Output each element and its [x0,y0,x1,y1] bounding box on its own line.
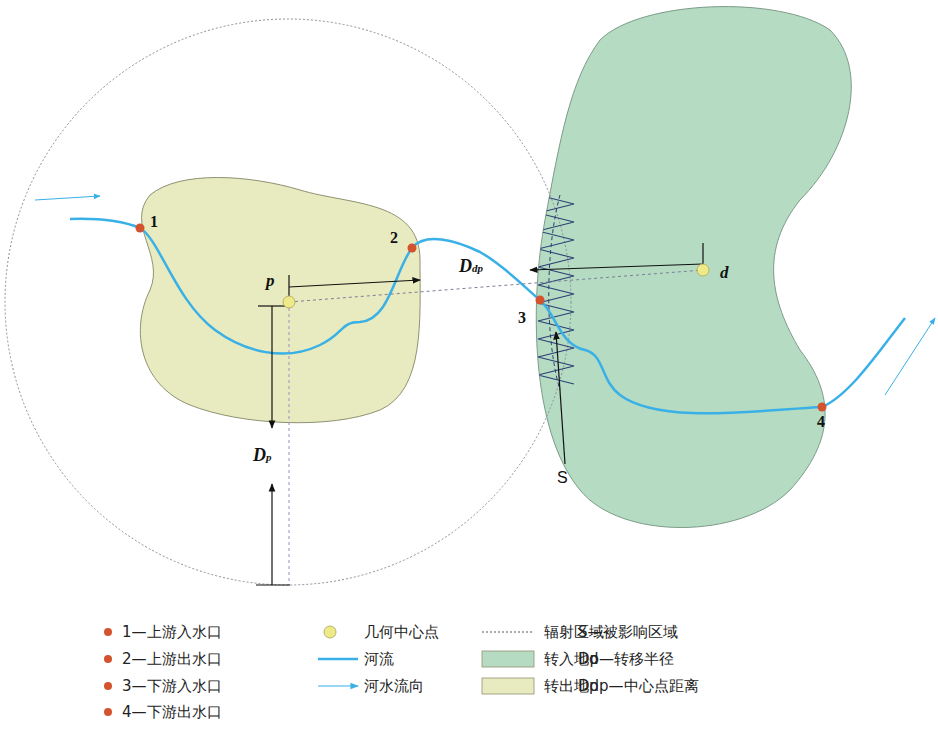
legend-sample [468,621,544,643]
dimension-label: Ddp [459,257,483,275]
legend-item: 几何中心点 [318,621,439,643]
legend-text: 河流 [364,648,394,670]
legend-swatch [324,626,336,638]
legend-sample [318,675,364,697]
legend-text: S—被影响区域 [578,621,678,643]
center-label: p [266,272,275,289]
legend-sample [468,675,544,697]
legend-item: Ddp—中心点距离 [578,675,699,697]
legend-text: Dp—转移半径 [578,648,674,670]
legend-item: 1—上游入水口 [98,621,222,643]
legend-item: 河水流向 [318,675,424,697]
legend-text: 2—上游出水口 [122,648,222,670]
legend-item: Dp—转移半径 [578,648,674,670]
region-shape [536,7,851,528]
legend-item: 河流 [318,648,394,670]
target-region: d [530,0,870,535]
center-label: d [720,264,729,281]
legend-text: 河水流向 [364,675,424,697]
region-outline [118,168,428,430]
dimension-label: Dp [253,446,272,464]
legend-sample [98,648,122,670]
callout-number: 2 [390,230,398,246]
legend-swatch [104,708,112,716]
legend-swatch [482,651,534,667]
flow-arrow [35,196,100,200]
region-shape [140,178,420,423]
legend-item: 2—上游出水口 [98,648,222,670]
legend-sample [98,701,122,723]
legend-swatch [104,628,112,636]
legend-item: S—被影响区域 [578,621,678,643]
legend-item: 3—下游入水口 [98,675,222,697]
region-outline [530,0,870,535]
legend-text: 4—下游出水口 [122,701,222,723]
legend-sample [318,621,364,643]
area-label: S [557,470,568,486]
legend-swatch [104,655,112,663]
legend-text: 几何中心点 [364,621,439,643]
callout-number: 1 [150,214,158,230]
legend-line [482,632,534,633]
source-region: p [118,168,428,430]
legend-swatch [482,678,534,694]
legend-sample [468,648,544,670]
legend-arrow [318,685,358,686]
legend-line [318,658,358,661]
dim-line [271,484,272,585]
radiation-circle [5,19,571,585]
flow-arrow [885,318,935,395]
legend-swatch [104,682,112,690]
callout-number: 4 [817,414,825,430]
legend-text: Ddp—中心点距离 [578,675,699,697]
legend-sample [98,675,122,697]
legend-text: 3—下游入水口 [122,675,222,697]
legend-sample [98,621,122,643]
legend-text: 1—上游入水口 [122,621,222,643]
dim-tick [256,584,290,585]
legend-item: 4—下游出水口 [98,701,222,723]
callout-number: 3 [518,310,526,326]
legend-sample [318,648,364,670]
